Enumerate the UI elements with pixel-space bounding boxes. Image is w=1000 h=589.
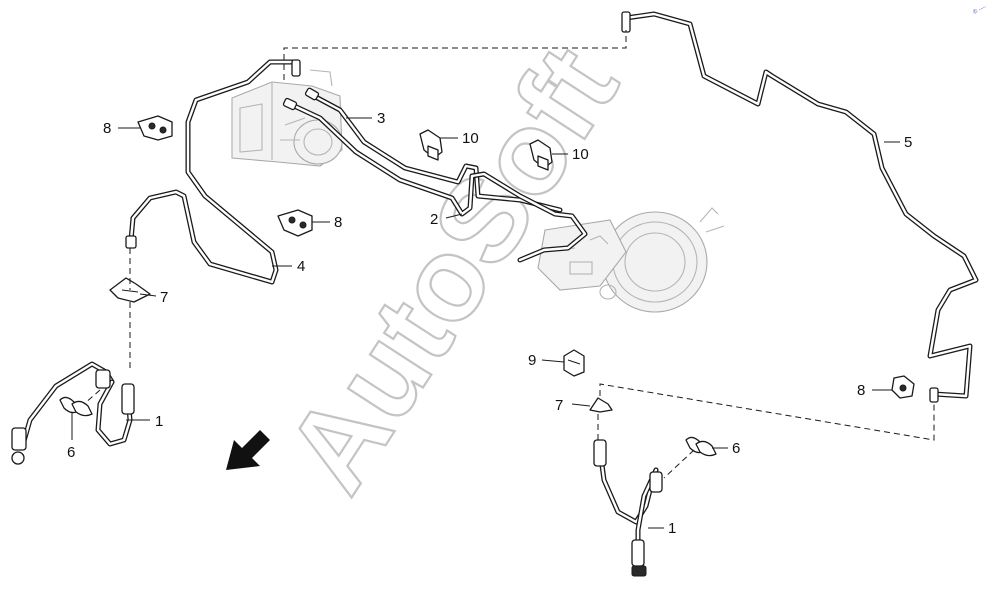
- callout-8-middle: 8: [334, 214, 342, 231]
- bracket-8-left: [137, 115, 173, 141]
- callout-5: 5: [904, 134, 912, 151]
- master-cylinder: [537, 219, 627, 300]
- brake-booster: [602, 207, 725, 313]
- corner-mark: © ----: [972, 4, 988, 16]
- bracket-8-right: [891, 375, 915, 399]
- callout-7-left: 7: [160, 289, 168, 306]
- arrow-down-left-icon: [226, 430, 270, 470]
- abs-unit: [231, 69, 343, 167]
- callout-7-right: 7: [555, 397, 563, 414]
- callout-6-left: 6: [67, 444, 75, 461]
- clip-9: [563, 349, 585, 377]
- fittings: [11, 11, 939, 577]
- clip-6-right: [685, 436, 717, 457]
- callout-8-left: 8: [103, 120, 111, 137]
- clip-10-left: [419, 129, 443, 161]
- bracket-8-middle: [277, 209, 313, 237]
- pipe-5: [623, 11, 979, 399]
- assembly-lines: [83, 30, 935, 479]
- callout-4: 4: [297, 258, 305, 275]
- callout-6-right: 6: [732, 440, 740, 457]
- leader-lines: [71, 117, 900, 529]
- callout-10-left: 10: [462, 130, 479, 147]
- clip-10-right: [529, 139, 553, 171]
- callout-9: 9: [528, 352, 536, 369]
- callout-8-right: 8: [857, 382, 865, 399]
- callout-3: 3: [377, 110, 385, 127]
- callout-2: 2: [430, 211, 438, 228]
- callout-1-left: 1: [155, 413, 163, 430]
- clip-7-right: [589, 397, 613, 413]
- clip-6-left: [59, 396, 93, 417]
- callout-10-right: 10: [572, 146, 589, 163]
- callout-1-right: 1: [668, 520, 676, 537]
